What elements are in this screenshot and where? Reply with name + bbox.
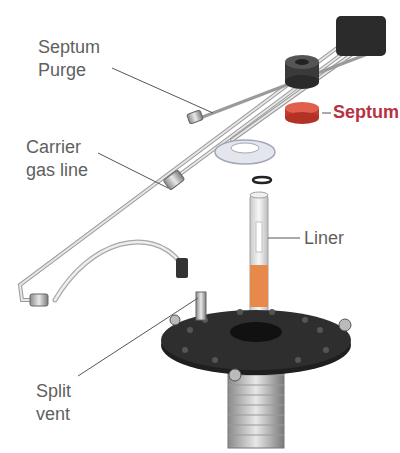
inlet-base [161,292,351,448]
liner [250,192,268,325]
part-label: Split vent [36,380,106,426]
leader-lines [78,68,331,376]
part-label: Carrier gas line [26,136,110,182]
top-block [336,16,386,56]
part-label: Septum Purge [38,36,118,82]
highlighted-part-label: Septum [333,101,397,124]
tubing [20,42,365,300]
part-label: Liner [304,227,364,250]
septum-nut [285,55,319,89]
septum-disc [285,102,319,124]
weldment [215,140,275,164]
